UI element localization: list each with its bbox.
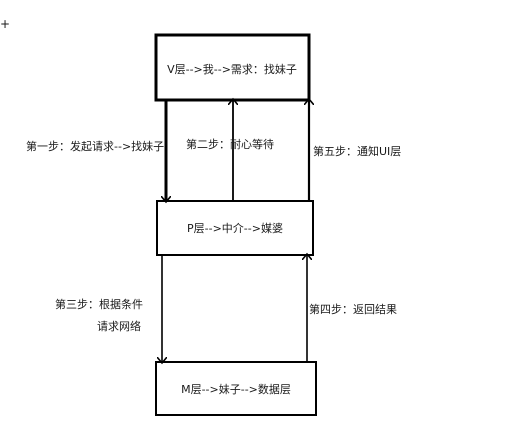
corner-plus-mark: +: [0, 17, 10, 31]
step4-label: 第四步：返回结果: [309, 302, 397, 316]
step5-label: 第五步：通知UI层: [313, 144, 401, 158]
step1-label: 第一步：发起请求-->找妹子: [26, 139, 164, 153]
step2-label: 第二步：耐心等待: [186, 137, 274, 151]
v-layer-label: V层-->我-->需求：找妹子: [167, 62, 297, 76]
m-layer-node: M层-->妹子-->数据层: [155, 361, 317, 416]
p-layer-label: P层-->中介-->媒婆: [187, 222, 283, 235]
step3-label-line2: 请求网络: [97, 319, 141, 333]
p-layer-node: P层-->中介-->媒婆: [156, 200, 314, 256]
step3-label-line1: 第三步：根据条件: [55, 297, 143, 311]
v-layer-node: V层-->我-->需求：找妹子: [154, 33, 311, 102]
m-layer-label: M层-->妹子-->数据层: [181, 382, 291, 396]
v-layer-box: [154, 33, 311, 102]
p-layer-box: [156, 200, 314, 256]
m-layer-box: [155, 361, 317, 416]
